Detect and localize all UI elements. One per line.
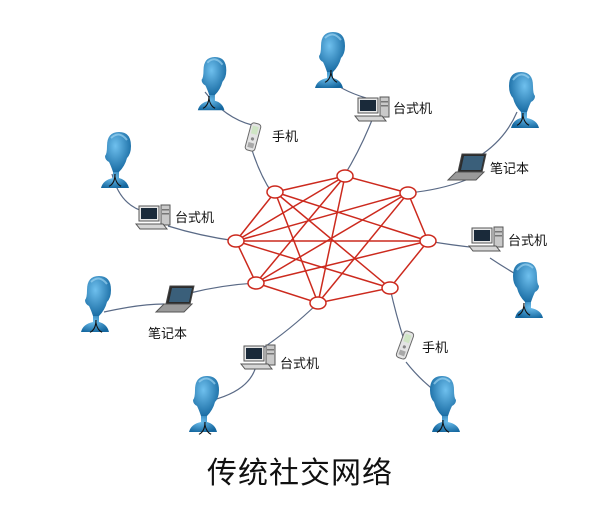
- connection-links: [104, 78, 519, 400]
- device-label: 笔记本: [490, 161, 529, 177]
- link: [252, 150, 272, 193]
- diagram-caption: 传统社交网络: [0, 448, 600, 492]
- person-label: 人: [324, 70, 338, 86]
- network-node: [267, 186, 283, 198]
- network-node: [420, 235, 436, 247]
- laptop-icon: [448, 154, 486, 180]
- device-phone-top: 手机: [245, 122, 298, 152]
- device-laptop-left: 笔记本: [148, 286, 194, 342]
- person-label: 人: [516, 113, 530, 129]
- device-label: 手机: [272, 130, 298, 145]
- device-desktop-top: 台式机: [355, 97, 432, 121]
- link: [190, 283, 256, 293]
- desktop-computer-icon: [355, 97, 389, 121]
- person-group: 人: [101, 132, 131, 190]
- device-label: 台式机: [280, 357, 319, 372]
- device-laptop-right: 笔记本: [448, 154, 529, 180]
- person-label: 人: [108, 174, 122, 190]
- device-desktop-left: 台式机: [136, 205, 214, 229]
- person-group: 人: [513, 262, 543, 319]
- link: [390, 288, 404, 340]
- device-desktop-bottom: 台式机: [241, 345, 319, 372]
- device-label: 手机: [422, 341, 448, 356]
- network-node: [400, 187, 416, 199]
- device-phone-bottom: 手机: [396, 330, 449, 360]
- link: [478, 112, 517, 157]
- device-desktop-right: 台式机: [469, 227, 547, 251]
- person-label: 人: [517, 303, 531, 319]
- device-label: 台式机: [393, 102, 432, 117]
- device-label: 台式机: [175, 211, 214, 226]
- link: [104, 304, 164, 312]
- link: [408, 180, 466, 193]
- person-group: 人: [430, 376, 460, 436]
- person-group: 人: [198, 57, 227, 112]
- desktop-computer-icon: [241, 345, 275, 369]
- device-label: 笔记本: [148, 326, 187, 342]
- person-group: 人: [81, 276, 111, 336]
- network-node: [248, 277, 264, 289]
- link: [168, 226, 236, 241]
- link: [260, 303, 318, 350]
- network-node: [228, 235, 244, 247]
- laptop-icon: [156, 286, 194, 312]
- person-group: 人: [315, 32, 345, 88]
- person-label: 人: [89, 320, 103, 336]
- network-node: [337, 170, 353, 182]
- desktop-computer-icon: [136, 205, 170, 229]
- person-label: 人: [436, 420, 450, 436]
- link: [213, 366, 256, 400]
- device-label: 台式机: [508, 234, 547, 249]
- mobile-phone-icon: [396, 330, 415, 360]
- desktop-computer-icon: [469, 227, 503, 251]
- network-mesh: [236, 176, 428, 303]
- network-node: [382, 282, 398, 294]
- person-group: 人: [189, 376, 219, 438]
- link: [344, 120, 372, 176]
- person-label: 人: [198, 422, 212, 438]
- mobile-phone-icon: [245, 122, 262, 152]
- network-node: [310, 297, 326, 309]
- person-label: 人: [202, 96, 216, 112]
